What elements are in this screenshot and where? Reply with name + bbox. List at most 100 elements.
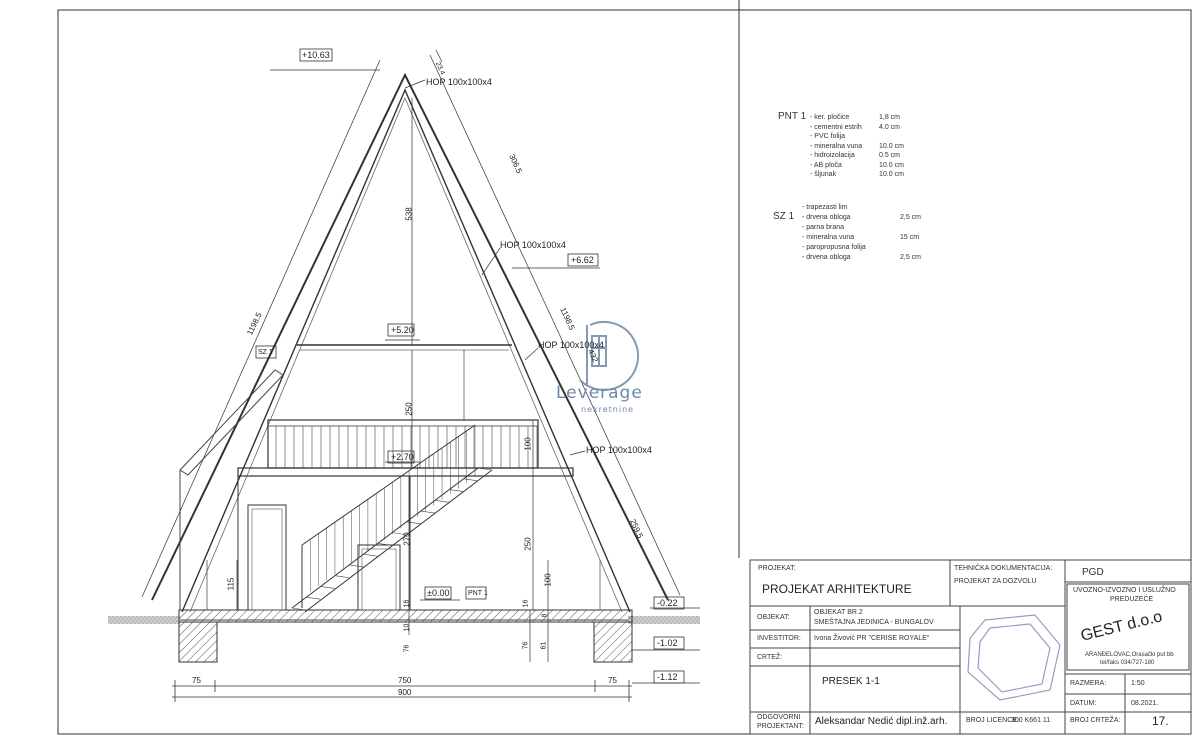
roof-outer xyxy=(151,72,669,601)
crtez-label: CRTEŽ: xyxy=(757,654,783,661)
sz-layer-name: - parna brana xyxy=(802,224,845,231)
pnt-layer-name: - ker. pločice xyxy=(810,114,850,121)
watermark-logo xyxy=(579,320,640,391)
sz-layer-value: 2,5 cm xyxy=(900,214,922,221)
tehnicka-label: TEHNIČKA DOKUMENTACIJA: xyxy=(954,565,1053,572)
elevation-fdn2: -1.12 xyxy=(657,672,678,682)
pnt-layer-name: - hidroizolacija xyxy=(810,152,855,159)
elevation-mid: +5.20 xyxy=(391,325,414,335)
loft-slab xyxy=(237,467,574,477)
dim-height-rail: 100 xyxy=(523,437,533,451)
investitor-value: Ivona Živović PR "CERISE ROYALE" xyxy=(814,635,930,642)
dim-height-100: 100 xyxy=(543,573,553,587)
company-addr1: ARANĐELOVAC,Orasački put bb xyxy=(1085,652,1174,658)
company-line2: PREDUZEĆE xyxy=(1110,596,1154,603)
legend-sz-title: SZ 1 xyxy=(773,211,795,222)
sz-layer-name: - mineralna vuna xyxy=(802,234,855,241)
dim-h8: 8 xyxy=(541,613,549,618)
company-addr2: tel/faks 034/727-180 xyxy=(1100,660,1155,666)
dim-height-115: 115 xyxy=(226,577,236,591)
investitor-label: INVESTITOR: xyxy=(757,635,801,642)
hop-top-label: HOP 100x100x4 xyxy=(426,77,492,87)
loft-railing xyxy=(267,419,539,469)
legend-pnt-title: PNT 1 xyxy=(778,111,807,122)
dim-w750: 750 xyxy=(398,676,412,685)
elevation-fdn1: -1.02 xyxy=(657,638,678,648)
projekat-value: PROJEKAT ARHITEKTURE xyxy=(762,582,912,596)
projektant-label: PROJEKTANT: xyxy=(757,723,804,730)
pnt-layer-value: 1,8 cm xyxy=(879,114,901,121)
watermark-sub: nekretnine xyxy=(581,405,635,414)
datum-label: DATUM: xyxy=(1070,700,1097,707)
pnt-layer-value: 4.0 cm xyxy=(879,123,901,131)
floor-slab xyxy=(178,609,633,623)
dim-height-top: 538 xyxy=(404,207,414,221)
dim-height-loft: 250 xyxy=(404,402,414,416)
dim-w900: 900 xyxy=(398,688,412,697)
razmera-label: RAZMERA: xyxy=(1070,680,1107,687)
tehnicka-value: PROJEKAT ZA DOZVOLU xyxy=(954,578,1037,585)
roof-inner xyxy=(181,88,631,613)
pnt-layer-name: - mineralna vuna xyxy=(810,142,863,150)
hop-upper-label: HOP 100x100x4 xyxy=(500,240,566,250)
sheet-border xyxy=(57,9,1192,735)
dim-h76b: 76 xyxy=(403,644,411,653)
odgovorni-value: Aleksandar Nedić dipl.inž.arh. xyxy=(815,716,948,727)
foundation-right xyxy=(593,621,633,663)
broj-value: 17. xyxy=(1152,714,1169,728)
pnt-layer-value: 10.0 cm xyxy=(879,171,904,178)
floor-tag: PNT 1 xyxy=(468,590,488,597)
elevation-top: +10.63 xyxy=(302,50,330,60)
hop-mid-label: HOP 100x100x4 xyxy=(538,340,604,350)
foundation-left xyxy=(178,621,218,663)
pgd-label: PGD xyxy=(1082,567,1104,578)
roof-inner-2 xyxy=(189,96,623,613)
dim-h16a: 16 xyxy=(403,599,411,608)
dim-w75b: 75 xyxy=(608,676,617,685)
dim-roof-right xyxy=(429,54,681,596)
crtez-value: PRESEK 1-1 xyxy=(822,676,880,687)
door-left xyxy=(247,504,287,611)
pnt-layer-value: 10.0 cm xyxy=(879,142,904,150)
door-right xyxy=(357,544,401,611)
elevation-loft: +2.70 xyxy=(391,452,414,462)
projekat-label: PROJEKAT: xyxy=(758,565,796,572)
ground-soil-right xyxy=(628,616,700,624)
broj-label: BROJ CRTEŽA: xyxy=(1070,717,1121,724)
pnt-layer-name: - cementni estrih xyxy=(810,123,862,131)
dim-height-door: 270 xyxy=(402,532,412,546)
objekat-line2: SMEŠTAJNA JEDINICA - BUNGALOV xyxy=(814,619,934,626)
dim-h16b: 16 xyxy=(522,599,530,608)
pnt-layer-name: - šljunak xyxy=(810,171,837,178)
dim-h10: 10 xyxy=(403,623,411,632)
sz-layer-name: - paropropusna folija xyxy=(802,244,866,251)
elevation-upper: +6.62 xyxy=(571,255,594,265)
sz-layer-name: - drvena obloga xyxy=(802,214,851,221)
dim-h76a: 76 xyxy=(522,641,530,650)
dim-w75a: 75 xyxy=(192,676,201,685)
elevation-floor: ±0.00 xyxy=(427,588,450,598)
pnt-layer-value: 10.0 cm xyxy=(879,161,904,169)
licence-label: BROJ LICENCE: xyxy=(966,717,1019,724)
sz-layer-name: - drvena obloga xyxy=(802,254,851,261)
pnt-layer-name: - PVC folija xyxy=(810,133,846,140)
ground-soil-left xyxy=(108,616,180,624)
objekat-line1: OBJEKAT BR.2 xyxy=(814,609,863,616)
roof-tag: SZ 1 xyxy=(258,349,273,356)
sz-layer-name: - trapezasti lim xyxy=(802,204,848,211)
odgovorni-label: ODGOVORNI xyxy=(757,714,801,721)
pnt-layer-name: - AB ploča xyxy=(810,161,842,169)
hop-lower-label: HOP 100x100x4 xyxy=(586,445,652,455)
company-line1: UVOZNO-IZVOZNO I USLUŽNO xyxy=(1073,587,1176,594)
sz-layer-value: 2,5 cm xyxy=(900,254,922,261)
sz-layer-value: 15 cm xyxy=(900,234,920,241)
elevation-ground: -0.22 xyxy=(657,598,678,608)
dim-roof-left xyxy=(141,59,381,598)
pnt-layer-value: 0.5 cm xyxy=(879,152,901,159)
dim-height-lower: 250 xyxy=(523,537,533,551)
datum-value: 08.2021. xyxy=(1131,700,1159,707)
dim-h61: 61 xyxy=(540,641,548,650)
stamp xyxy=(967,614,1061,701)
